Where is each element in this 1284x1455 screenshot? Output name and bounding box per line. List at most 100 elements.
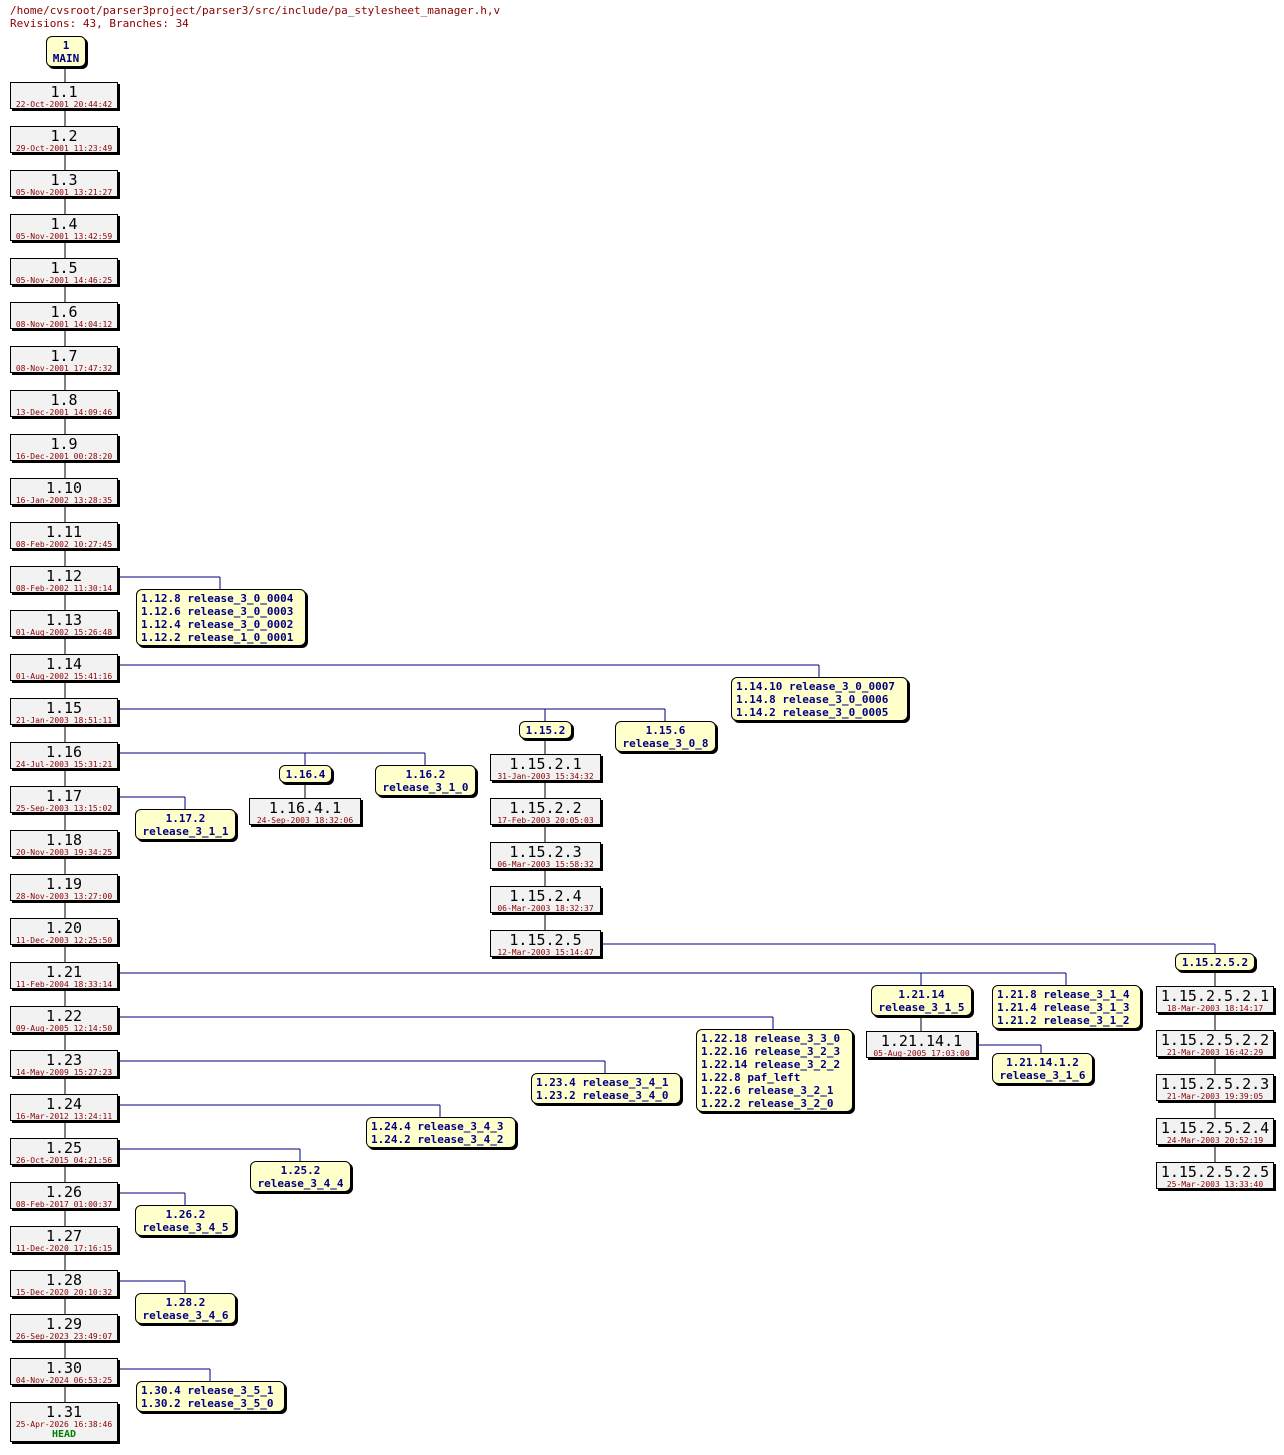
tag-label: release_3_4_6	[142, 1309, 229, 1322]
revision-date: 11-Dec-2020 17:16:15	[15, 1244, 113, 1253]
revision-summary: Revisions: 43, Branches: 34	[10, 17, 189, 30]
tag-label: 1.17.2	[165, 812, 206, 825]
revision-number: 1.15.2.2	[509, 799, 582, 817]
revision-date: 04-Nov-2024 06:53:25	[15, 1376, 113, 1385]
revision-date: 06-Mar-2003 18:32:37	[497, 904, 594, 913]
tag-label: 1.16.4	[285, 768, 326, 781]
tag-label: 1.14.10 release_3_0_0007	[736, 680, 895, 693]
revision-number: 1.31	[45, 1403, 83, 1421]
revision-date: 11-Feb-2004 18:33:14	[15, 980, 113, 989]
revision-date: 05-Nov-2001 13:21:27	[15, 188, 113, 197]
file-header: /home/cvsroot/parser3project/parser3/src…	[10, 4, 500, 30]
tag-label: 1.30.4 release_3_5_1	[141, 1384, 274, 1397]
revision-number: 1.15.2.5.2.4	[1160, 1119, 1270, 1137]
branch-tag[interactable]: 1.15.2.5.2	[1175, 953, 1255, 971]
tag-label: release_3_1_6	[999, 1069, 1086, 1082]
revision-date: 16-Jan-2002 13:28:35	[15, 496, 113, 505]
revision-number: 1.12	[45, 567, 83, 585]
revision-number: 1.8	[50, 391, 78, 409]
revision-number: 1.24	[45, 1095, 83, 1113]
tag-label: 1.22.18 release_3_3_0	[701, 1032, 841, 1045]
revision-number: 1.29	[45, 1315, 83, 1333]
tag-label: release_3_1_1	[142, 825, 229, 838]
revision-number: 1.15.2.3	[509, 843, 582, 861]
revision-number: 1.11	[45, 523, 83, 541]
tag-label: 1.21.2 release_3_1_2	[997, 1014, 1130, 1027]
tag-label: 1.30.2 release_3_5_0	[141, 1397, 274, 1410]
tag-label: release_3_0_8	[622, 737, 709, 750]
revision-number: 1.14	[45, 655, 83, 673]
branch-tag[interactable]: 1.15.2	[519, 721, 572, 739]
branch-tag[interactable]: 1.16.4	[279, 765, 332, 783]
revision-number: 1.23	[45, 1051, 83, 1069]
tag-label: 1.15.6	[645, 724, 686, 737]
revision-date: 24-Jul-2003 15:31:21	[15, 760, 113, 769]
tag-label: 1.21.4 release_3_1_3	[997, 1001, 1130, 1014]
tag-label: 1.14.2 release_3_0_0005	[736, 706, 889, 719]
revision-date: 31-Jan-2003 15:34:32	[497, 772, 594, 781]
revision-date: 26-Oct-2015 04:21:56	[15, 1156, 113, 1165]
tag-label: 1.22.16 release_3_2_3	[701, 1045, 841, 1058]
revision-date: 21-Mar-2003 16:42:29	[1166, 1048, 1264, 1057]
